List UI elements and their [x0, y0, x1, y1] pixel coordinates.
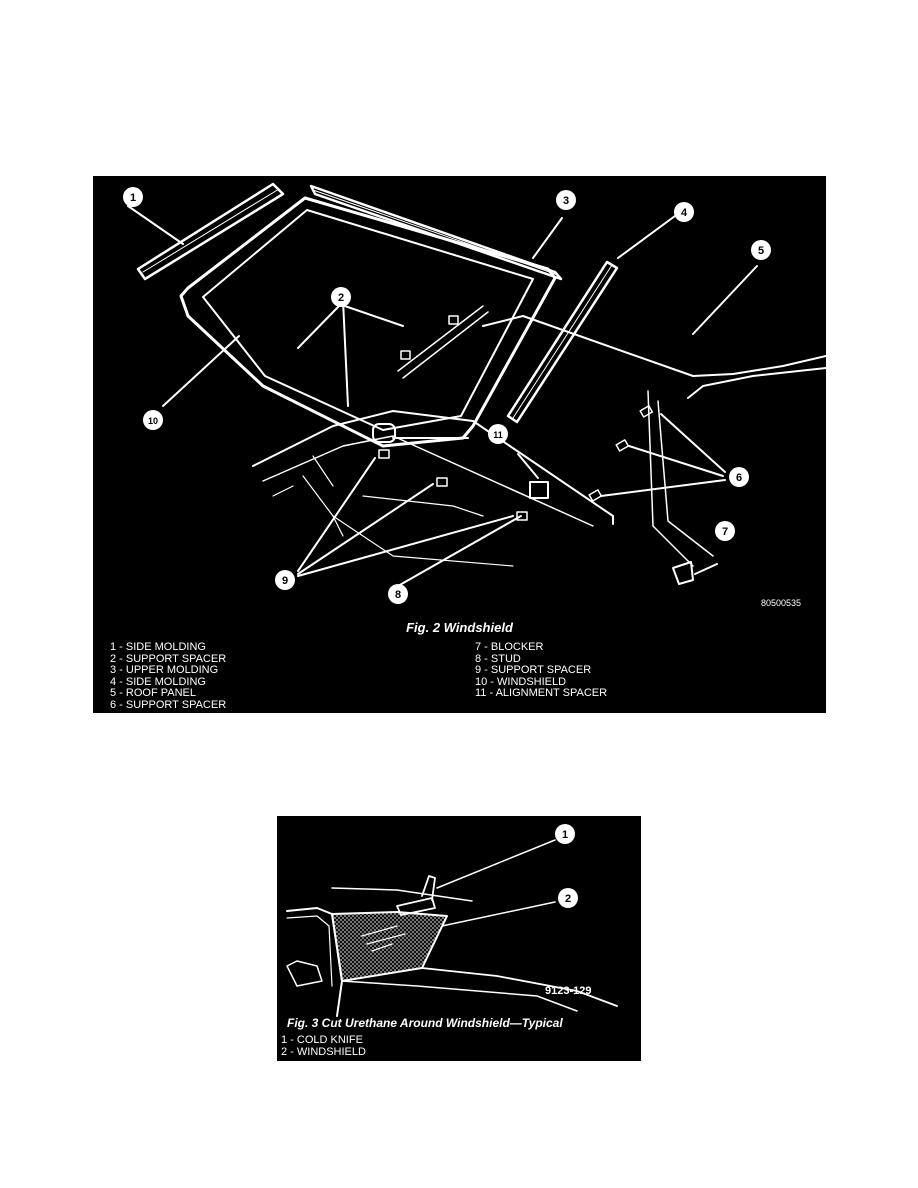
legend-item: 3 - UPPER MOLDING	[110, 664, 219, 677]
legend-item: 10 - WINDSHIELD	[475, 675, 567, 688]
figure-2-windshield: 1 2 3 4 5 6 7 8 9 10 11 80500535 Fig. 2 …	[93, 176, 826, 713]
callout-1: 1	[130, 192, 136, 204]
cut-urethane-illustration: 1 2	[286, 824, 618, 1017]
figure-caption: Fig. 2 Windshield	[406, 620, 513, 635]
callout-5: 5	[758, 245, 764, 257]
callout-9: 9	[282, 575, 288, 587]
callout-2: 2	[565, 893, 571, 905]
callout-11: 11	[493, 430, 503, 440]
callout-6: 6	[736, 472, 742, 484]
figure-reference-number: 9123-129	[545, 985, 592, 997]
legend-item: 1 - COLD KNIFE	[281, 1034, 363, 1046]
figure-3-cut-urethane: 1 2 9123-129 Fig. 3 Cut Urethane Around …	[277, 816, 641, 1061]
figure-caption: Fig. 3 Cut Urethane Around Windshield—Ty…	[287, 1016, 563, 1030]
legend-item: 7 - BLOCKER	[475, 641, 544, 653]
callout-3: 3	[563, 195, 569, 207]
windshield-exploded-illustration	[123, 182, 826, 604]
legend-item: 8 - STUD	[475, 652, 521, 665]
legend-item: 1 - SIDE MOLDING	[110, 641, 206, 653]
callout-10: 10	[148, 416, 158, 426]
legend-item: 5 - ROOF PANEL	[110, 687, 196, 700]
figure-reference-number: 80500535	[761, 598, 802, 608]
legend-right: 7 - BLOCKER 8 - STUD 9 - SUPPORT SPACER …	[475, 641, 608, 700]
callout-7: 7	[722, 526, 728, 538]
legend: 1 - COLD KNIFE 2 - WINDSHIELD	[281, 1034, 366, 1058]
legend-item: 4 - SIDE MOLDING	[110, 675, 206, 688]
legend-item: 2 - SUPPORT SPACER	[110, 652, 227, 665]
legend-item: 2 - WINDSHIELD	[281, 1045, 366, 1058]
callout-numbers: 1 2 3 4 5 6 7 8 9 10 11	[130, 192, 764, 601]
callout-2: 2	[338, 292, 344, 304]
callout-4: 4	[681, 207, 688, 219]
callout-8: 8	[395, 589, 401, 601]
callout-1: 1	[562, 829, 568, 841]
legend-item: 11 - ALIGNMENT SPACER	[475, 687, 608, 700]
legend-item: 6 - SUPPORT SPACER	[110, 698, 227, 711]
legend-item: 9 - SUPPORT SPACER	[475, 664, 592, 677]
legend-left: 1 - SIDE MOLDING 2 - SUPPORT SPACER 3 - …	[110, 641, 227, 712]
